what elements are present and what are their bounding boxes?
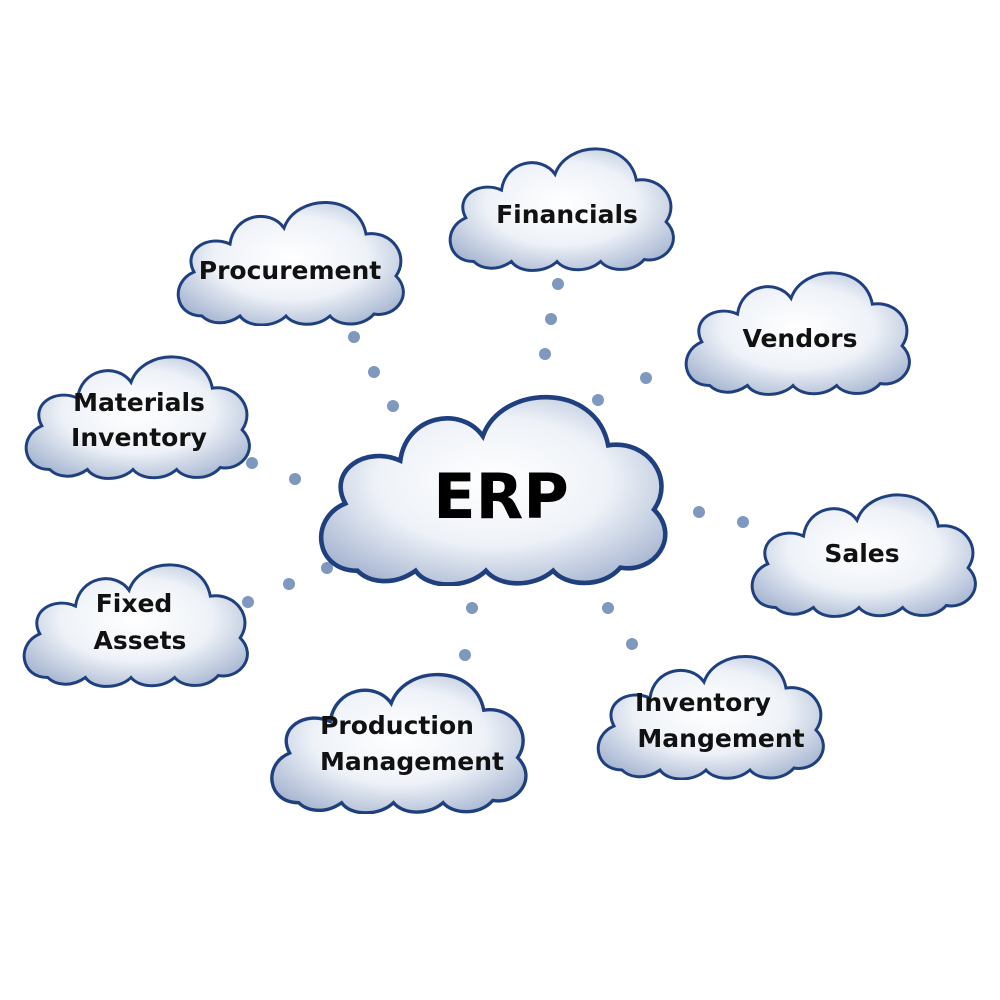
- module-cloud-vendors: Vendors: [684, 271, 911, 396]
- module-label: Sales: [824, 539, 899, 568]
- center-cloud-erp: ERP: [321, 397, 665, 584]
- connector-dot: [459, 649, 471, 661]
- module-cloud-production-management: Production Management: [272, 675, 526, 813]
- connector-dot: [321, 562, 333, 574]
- connector-dot: [283, 578, 295, 590]
- module-cloud-sales: Sales: [750, 493, 977, 618]
- connector-dot: [289, 473, 301, 485]
- connector-dots: [242, 278, 749, 661]
- connector-dot: [640, 372, 652, 384]
- module-label: Vendors: [742, 324, 857, 353]
- connector-dot: [246, 457, 258, 469]
- module-label: Financials: [496, 200, 638, 229]
- module-label: Inventory: [635, 688, 771, 717]
- connector-dot: [539, 348, 551, 360]
- module-label: Materials: [73, 388, 205, 417]
- module-label: Assets: [94, 626, 187, 655]
- module-cloud-financials: Financials: [448, 147, 675, 272]
- connector-dot: [737, 516, 749, 528]
- connector-dot: [602, 602, 614, 614]
- connector-dot: [466, 602, 478, 614]
- connector-dot: [545, 313, 557, 325]
- connector-dot: [552, 278, 564, 290]
- connector-dot: [368, 366, 380, 378]
- module-label: Management: [320, 747, 504, 776]
- module-cloud-inventory-mangement: Inventory Mangement: [596, 654, 826, 780]
- module-cloud-procurement: Procurement: [176, 200, 406, 326]
- connector-dot: [348, 331, 360, 343]
- connector-dot: [592, 394, 604, 406]
- module-label: Inventory: [71, 423, 207, 452]
- module-label: Procurement: [199, 256, 382, 285]
- connector-dot: [693, 506, 705, 518]
- module-label: Mangement: [637, 724, 804, 753]
- module-cloud-materials-inventory: Materials Inventory: [24, 355, 251, 480]
- center-label: ERP: [433, 460, 569, 533]
- module-label: Production: [320, 711, 474, 740]
- module-label: Fixed: [96, 589, 173, 618]
- connector-dot: [242, 596, 254, 608]
- connector-dot: [387, 400, 399, 412]
- connector-dot: [626, 638, 638, 650]
- module-cloud-fixed-assets: Fixed Assets: [22, 563, 249, 688]
